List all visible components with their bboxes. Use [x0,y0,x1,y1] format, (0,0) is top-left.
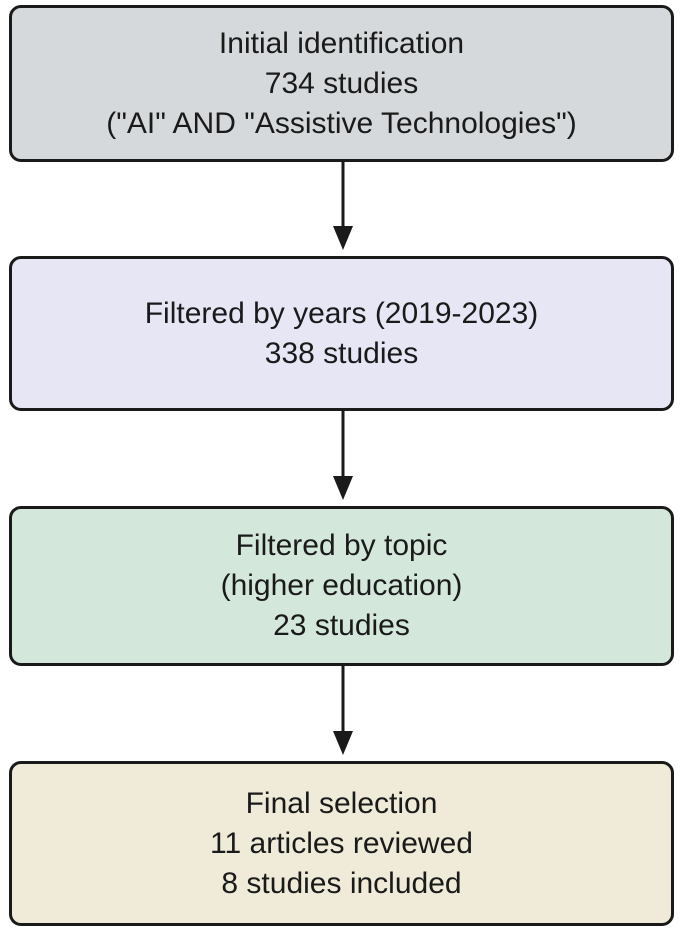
step-4-line-1: Final selection [245,786,438,820]
step-2-line-2: 338 studies [264,336,419,370]
arrow-step-2-to-3 [333,411,353,500]
step-3-line-3: 23 studies [273,609,410,642]
step-1-line-2: 734 studies [264,66,419,100]
step-filtered-by-topic: Filtered by topic (higher education) 23 … [9,506,674,666]
step-1-line-3: ("AI" AND "Assistive Technologies") [106,106,577,140]
step-final-selection: Final selection 11 articles reviewed 8 s… [9,761,674,926]
step-4-line-3: 8 studies included [221,866,462,900]
step-1-line-1: Initial identification [218,26,465,60]
step-filtered-by-years: Filtered by years (2019-2023) 338 studie… [9,256,674,411]
step-initial-identification: Initial identification 734 studies ("AI"… [9,5,674,162]
step-4-line-2: 11 articles reviewed [210,826,473,860]
step-3-line-1: Filtered by topic [235,529,448,562]
arrow-step-1-to-2 [333,162,353,250]
step-3-line-2: (higher education) [220,569,463,602]
arrow-step-3-to-4 [333,666,353,755]
step-2-line-1: Filtered by years (2019-2023) [144,296,539,330]
